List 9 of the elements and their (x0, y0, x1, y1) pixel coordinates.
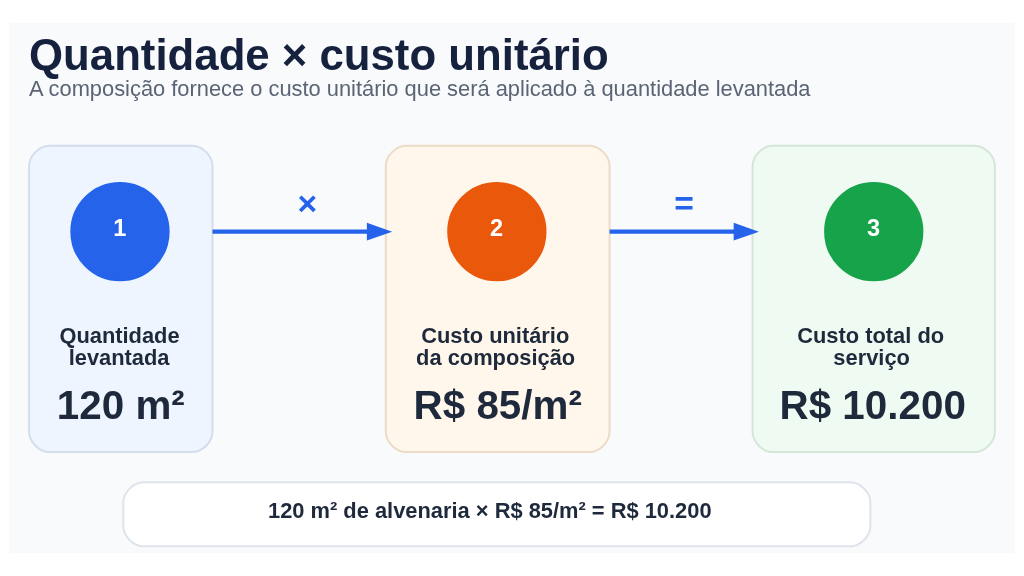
edge-label: × (297, 184, 318, 222)
edge-label: = (674, 184, 695, 222)
arrow (609, 222, 759, 241)
diagram-title: Quantidade × custo unitário (29, 29, 609, 79)
node-circle: 1 (70, 182, 170, 282)
node-circle: 2 (447, 182, 547, 282)
arrow (212, 222, 393, 241)
node-box: 120 m² de alvenaria × R$ 85/m² = R$ 10.200 (122, 481, 872, 548)
node-circle: 3 (824, 182, 924, 282)
